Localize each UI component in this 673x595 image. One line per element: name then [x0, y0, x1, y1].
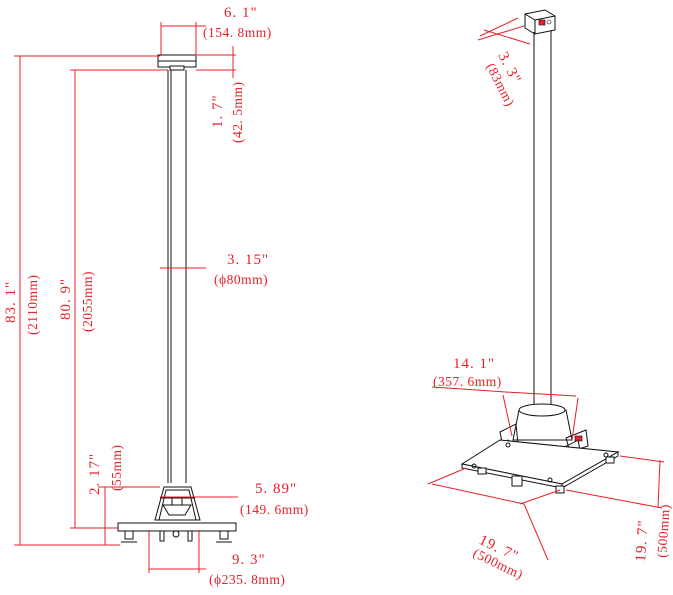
base-width-mm: (ϕ235. 8mm) — [209, 572, 285, 587]
base-height-mm: (55mm) — [109, 445, 124, 492]
iso-head — [524, 9, 556, 35]
base-span-mm: (357. 6mm) — [433, 374, 502, 389]
front-view: 6. 1" (154. 8mm) 1. 7" (42. 5mm) 3. 15" … — [3, 5, 309, 587]
base-span-in: 14. 1" — [453, 356, 495, 372]
pole-height-in: 80. 9" — [58, 278, 74, 320]
base-housing — [154, 486, 201, 521]
plate-b-in: 19. 7" — [633, 519, 652, 562]
plate-b-mm: (500mm) — [654, 504, 673, 559]
top-height-in: 1. 7" — [210, 94, 226, 128]
pole-diameter-mm: (ϕ80mm) — [214, 272, 268, 287]
top-width-in: 6. 1" — [224, 5, 258, 21]
base-plate — [117, 522, 237, 543]
front-dimension-lines — [14, 22, 238, 573]
base-width-in: 9. 3" — [232, 552, 266, 568]
base-height-in: 2. 17" — [87, 453, 103, 495]
total-height-mm: (2110mm) — [25, 275, 40, 336]
pole-diameter-in: 3. 15" — [227, 252, 269, 268]
base-top-in: 5. 89" — [255, 481, 297, 497]
total-height-in: 83. 1" — [3, 281, 19, 323]
top-height-mm: (42. 5mm) — [230, 82, 245, 144]
pole — [167, 70, 187, 483]
pole-height-mm: (2055mm) — [80, 271, 95, 332]
iso-pole — [533, 30, 552, 410]
iso-dimension-lines — [427, 17, 665, 561]
top-clamp — [157, 54, 197, 71]
iso-base-plate — [460, 439, 620, 494]
isometric-view: 3. 3" (83mm) 14. 1" (357. 6mm) 19. 7" (5… — [427, 9, 673, 582]
top-width-mm: (154. 8mm) — [203, 25, 272, 40]
base-top-mm: (149. 6mm) — [240, 502, 309, 517]
